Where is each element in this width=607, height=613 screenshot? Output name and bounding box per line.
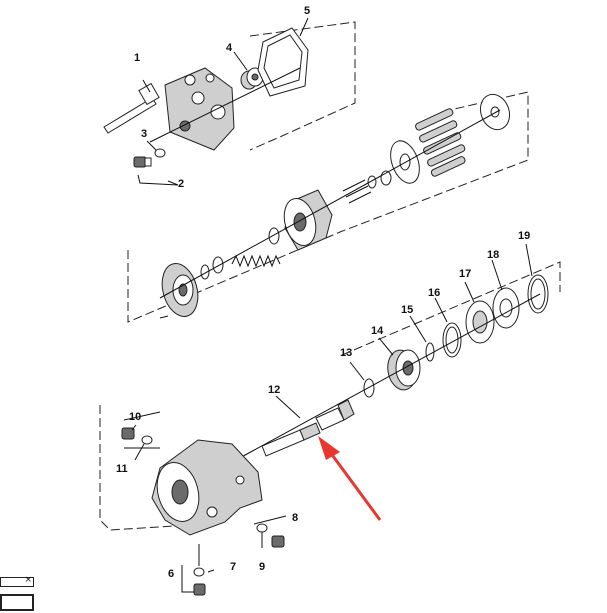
seal-part-17 (465, 300, 495, 344)
plug-part-6 (193, 583, 206, 596)
piston-set (415, 108, 466, 177)
mini-window-panel (0, 594, 34, 611)
end-cover-housing (164, 67, 235, 151)
bearing-part-14 (387, 349, 421, 391)
shaft-part-12 (261, 399, 355, 457)
plug-part-9 (271, 535, 285, 548)
group-boundary-top (249, 21, 356, 151)
axis-line-top (149, 67, 301, 143)
spring (231, 254, 281, 268)
ring-mid (268, 227, 280, 245)
axis-line-middle (159, 109, 501, 299)
callout-11: 11 (116, 463, 128, 475)
callout-19: 19 (518, 230, 530, 242)
seal-part-11 (141, 435, 153, 445)
retaining-ring-part-16 (442, 322, 462, 358)
pins (342, 179, 372, 204)
front-housing (151, 439, 263, 536)
washer-part-18 (492, 287, 520, 329)
callout-4: 4 (226, 42, 233, 54)
callout-2: 2 (178, 178, 184, 190)
callout-7: 7 (230, 561, 236, 573)
plug-part-2 (133, 156, 152, 168)
callout-12: 12 (268, 384, 280, 396)
callout-1: 1 (134, 52, 140, 64)
callout-10: 10 (129, 411, 141, 423)
close-icon[interactable]: × (24, 575, 32, 585)
snap-ring-part-19 (527, 274, 549, 314)
cylinder-block (283, 189, 333, 251)
ring-part-13 (363, 378, 375, 398)
swash-plate (479, 93, 511, 131)
callout-8: 8 (292, 512, 298, 524)
callout-9: 9 (259, 561, 265, 573)
mini-window-frame: × (0, 575, 34, 587)
seal-part-8 (256, 523, 268, 533)
callout-6: 6 (168, 568, 174, 580)
seal-part-3 (154, 148, 166, 158)
group-boundary-lower (99, 405, 191, 531)
callout-18: 18 (487, 249, 499, 261)
valve-plate (161, 263, 199, 317)
highlight-arrow (318, 436, 382, 521)
callout-17: 17 (459, 268, 471, 280)
callout-3: 3 (141, 128, 147, 140)
gasket-part-5 (257, 27, 309, 97)
seal-part-7 (193, 567, 205, 577)
callout-13: 13 (340, 347, 352, 359)
plug-part-10 (121, 427, 135, 440)
callout-16: 16 (428, 287, 440, 299)
callout-5: 5 (304, 5, 310, 17)
spring-seats (200, 256, 224, 280)
callout-14: 14 (371, 325, 384, 337)
bolt-part-1 (103, 82, 160, 134)
axis-line-lower (235, 293, 541, 461)
group-boundary-middle (127, 91, 529, 323)
callout-15: 15 (401, 304, 413, 316)
washers-middle (367, 170, 392, 189)
